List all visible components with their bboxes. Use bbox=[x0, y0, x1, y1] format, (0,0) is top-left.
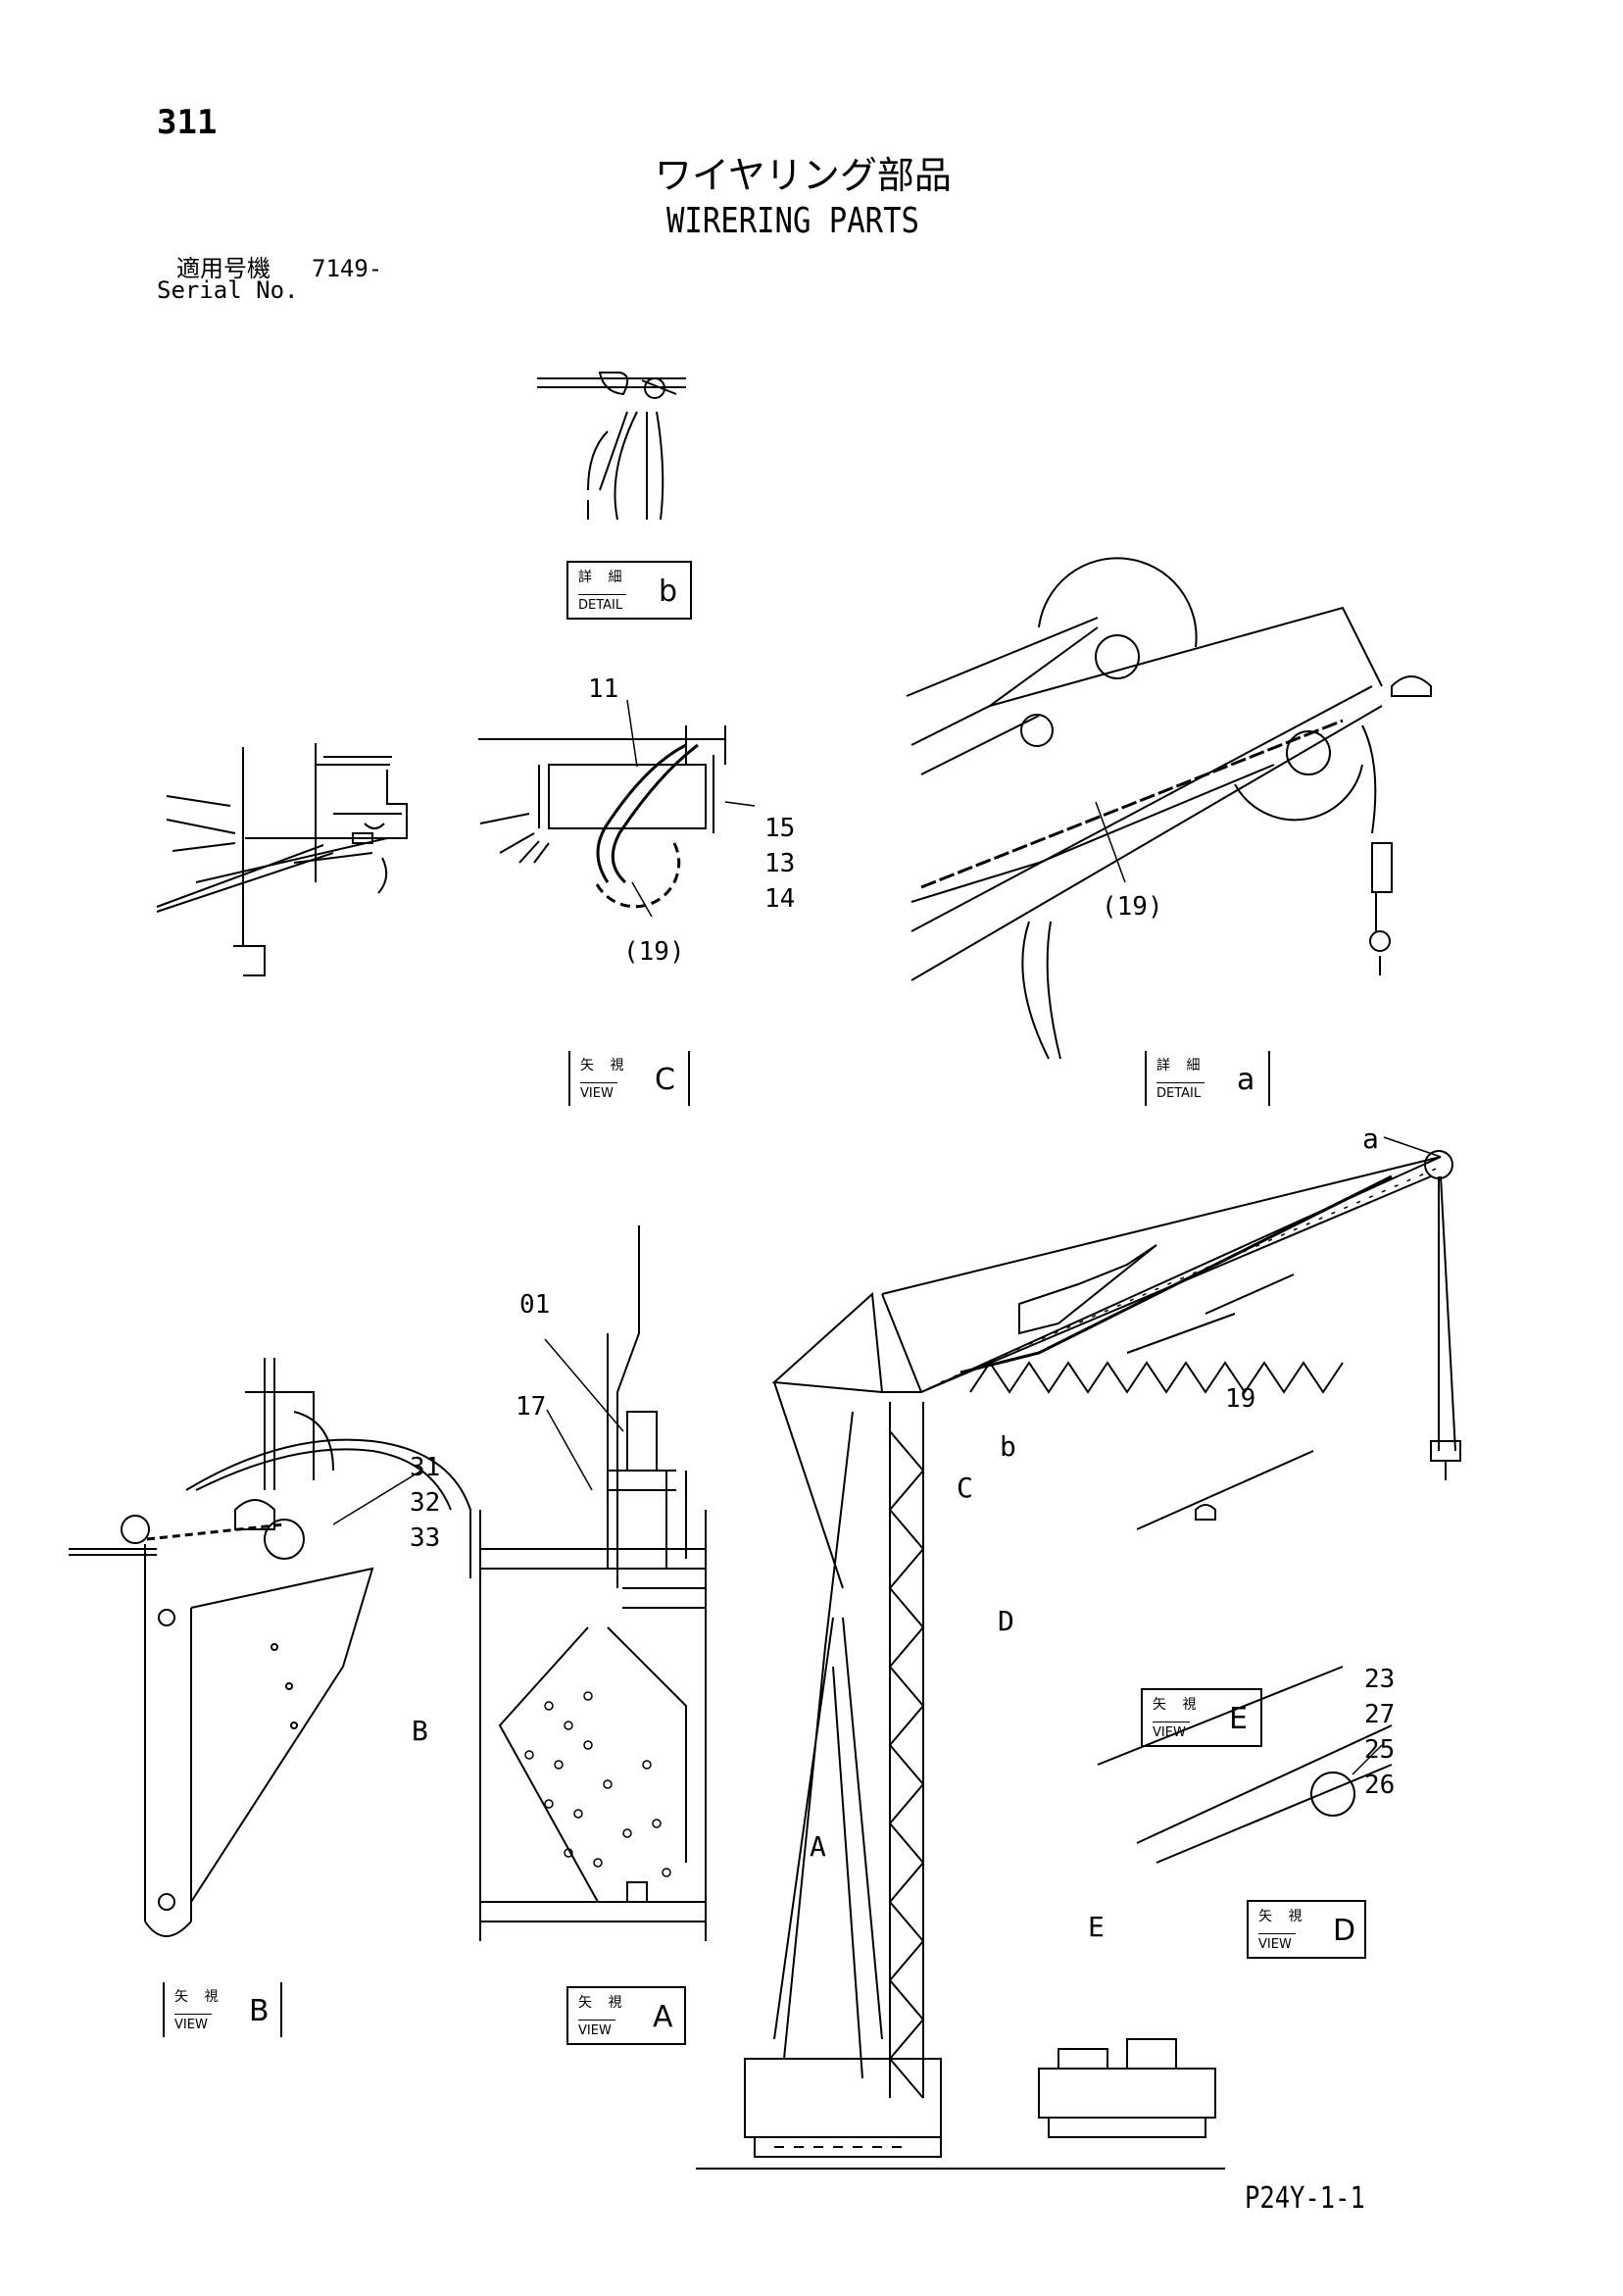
detail-a-sketch bbox=[906, 557, 1432, 1060]
callout-25: 25 bbox=[1364, 1735, 1396, 1765]
title-english: WIRERING PARTS bbox=[666, 201, 919, 241]
drawing-code: P24Y-1-1 bbox=[1245, 2181, 1365, 2216]
callout-26: 26 bbox=[1364, 1771, 1396, 1800]
callout-19: 19 bbox=[1225, 1384, 1256, 1414]
view-arrow-c: C bbox=[957, 1472, 973, 1504]
serial-label-jp: 適用号機 bbox=[176, 255, 270, 282]
detail-b-tag: 詳 細 DETAIL b bbox=[566, 561, 692, 620]
callout-15: 15 bbox=[764, 814, 796, 843]
callout-33: 33 bbox=[410, 1523, 441, 1553]
callout-14: 14 bbox=[764, 884, 796, 914]
callout-13: 13 bbox=[764, 849, 796, 878]
view-c-left-sketch bbox=[156, 743, 408, 976]
view-c-center-sketch bbox=[478, 699, 756, 918]
detail-b-sketch bbox=[537, 372, 686, 521]
callout-01: 01 bbox=[519, 1290, 551, 1320]
view-arrow-e: E bbox=[1088, 1911, 1105, 1943]
page-number: 311 bbox=[157, 103, 218, 142]
view-a-tag: 矢 視 VIEW A bbox=[566, 1986, 686, 2045]
view-e-tag: 矢 視 VIEW E bbox=[1141, 1688, 1262, 1747]
callout-17: 17 bbox=[516, 1392, 547, 1422]
view-arrow-a: A bbox=[810, 1830, 826, 1863]
serial-label-en: Serial No. bbox=[157, 276, 299, 304]
detail-a-tag: 詳 細 DETAIL a bbox=[1145, 1051, 1270, 1106]
callout-32: 32 bbox=[410, 1488, 441, 1518]
crane-overview bbox=[696, 1136, 1461, 2170]
callout-27: 27 bbox=[1364, 1700, 1396, 1729]
callout-19-view-c: (19) bbox=[623, 937, 685, 967]
serial-value: 7149- bbox=[312, 255, 383, 282]
callout-11: 11 bbox=[588, 674, 619, 704]
view-arrow-b: B bbox=[412, 1715, 428, 1747]
view-a-sketch bbox=[479, 1225, 707, 1941]
callout-a: a bbox=[1362, 1123, 1379, 1155]
view-b-sketch bbox=[69, 1358, 471, 1937]
callout-31: 31 bbox=[410, 1453, 441, 1482]
title-japanese: ワイヤリング部品 bbox=[655, 154, 952, 197]
callout-b: b bbox=[1000, 1430, 1016, 1463]
view-arrow-d: D bbox=[998, 1605, 1014, 1637]
callout-19-detail-a: (19) bbox=[1102, 892, 1163, 922]
callout-23: 23 bbox=[1364, 1665, 1396, 1694]
view-c-tag: 矢 視 VIEW C bbox=[568, 1051, 690, 1106]
view-b-tag: 矢 視 VIEW B bbox=[163, 1982, 282, 2037]
view-d-tag: 矢 視 VIEW D bbox=[1247, 1900, 1366, 1959]
